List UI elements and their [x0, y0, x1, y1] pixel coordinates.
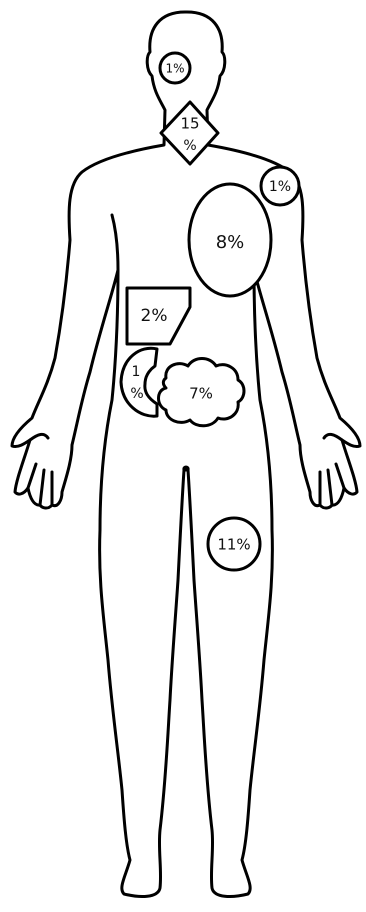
region-neck-label-line1: 15 [180, 115, 199, 133]
region-chest: 8% [189, 184, 271, 296]
region-left-shoulder: 1% [261, 167, 299, 205]
region-neck-label-line2: % [183, 138, 196, 154]
region-upper-abdomen-label: 2% [141, 306, 168, 326]
region-left-thigh-label: 11% [217, 536, 250, 554]
region-side-abdomen-label-line1: 1 [132, 364, 141, 380]
region-lower-abdomen: 7% [159, 359, 245, 426]
region-left-thigh: 11% [208, 518, 260, 570]
region-side-abdomen-label-line2: % [130, 386, 143, 402]
region-lower-abdomen-label: 7% [189, 385, 213, 403]
region-chest-label: 8% [216, 232, 245, 253]
region-left-shoulder-label: 1% [269, 179, 291, 195]
region-head: 1% [160, 53, 190, 83]
region-head-label: 1% [165, 62, 184, 76]
